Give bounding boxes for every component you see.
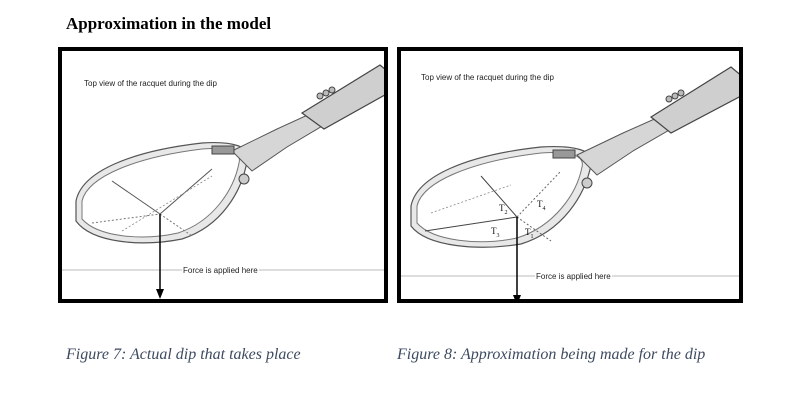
tension-label-t3: T3 — [491, 226, 500, 239]
figure-8-caption: Figure 8: Approximation being made for t… — [397, 346, 706, 363]
figure-8-force-label: Force is applied here — [535, 272, 612, 281]
figure-8-frame: Top view of the racquet during the dip T… — [397, 47, 743, 303]
figure-7-caption: Figure 7: Actual dip that takes place — [66, 346, 301, 363]
figure-7-note: Top view of the racquet during the dip — [84, 79, 217, 88]
figure-7-frame: Top view of the racquet during the dip F… — [58, 47, 388, 303]
tension-label-t4: T4 — [537, 199, 546, 212]
tension-label-t2: T2 — [499, 203, 508, 216]
figure-7-force-label: Force is applied here — [182, 266, 259, 275]
racquet-illustration-2 — [401, 66, 739, 299]
racquet-illustration-1 — [62, 64, 384, 299]
section-heading: Approximation in the model — [66, 14, 272, 33]
figure-8-note: Top view of the racquet during the dip — [421, 73, 554, 82]
tension-label-t1: T1 — [525, 227, 534, 240]
